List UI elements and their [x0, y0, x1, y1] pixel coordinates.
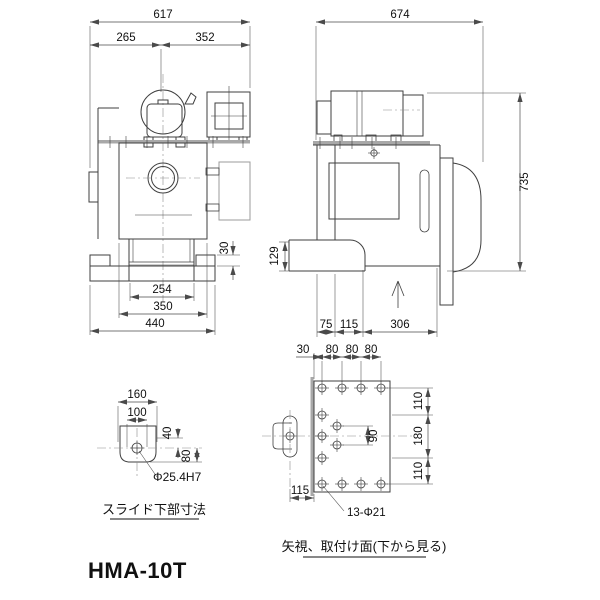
left-boss	[88, 171, 99, 203]
motor-housing	[330, 90, 404, 137]
side-view: 674 735 129 75 115 306	[269, 9, 531, 337]
bolt-hole	[314, 428, 330, 444]
dim-100: 100	[127, 407, 146, 419]
motor-terminal-box	[146, 103, 183, 138]
top-plate	[313, 141, 430, 145]
dim-160: 160	[127, 389, 146, 401]
dim-115-mount: 115	[291, 485, 309, 497]
bolt-hole	[353, 476, 369, 492]
side-cover	[218, 161, 251, 221]
dim-674: 674	[390, 9, 410, 21]
base-block	[195, 254, 216, 267]
bolt-hole	[353, 380, 369, 396]
dim-110-top: 110	[413, 392, 425, 410]
mounting-face-view: 30 80 80 80 110 180 110 90 115	[262, 344, 447, 558]
dim-40: 40	[162, 427, 174, 440]
dim-90: 90	[368, 430, 380, 443]
mount-dimensions: 30 80 80 80 110 180 110 90 115	[289, 344, 433, 519]
dim-352: 352	[195, 32, 214, 44]
dim-mount-30: 30	[297, 344, 310, 356]
access-panel	[328, 162, 400, 220]
dim-350: 350	[153, 301, 172, 313]
mount-geometry	[262, 377, 412, 512]
side-view-dimensions: 674 735 129 75 115 306	[269, 9, 531, 337]
clamp	[205, 203, 220, 212]
base-plate	[89, 265, 216, 282]
slide-bottom-outline	[119, 425, 157, 463]
dim-735: 735	[519, 172, 531, 191]
motor-lug	[157, 99, 169, 105]
slide-detail-geometry	[97, 425, 202, 478]
dim-front-30: 30	[219, 242, 231, 255]
motor-fan-end	[402, 94, 424, 137]
note-13-phi21: 13-Φ21	[347, 507, 386, 519]
slot	[419, 169, 430, 233]
slide-block	[128, 238, 195, 282]
dim-mount-80-3: 80	[365, 344, 378, 356]
bolt-hole	[314, 407, 330, 423]
bolt-hole	[314, 476, 330, 492]
dim-254: 254	[152, 284, 172, 296]
caption-mount-view: 矢視、取付け面(下から見る)	[282, 539, 447, 554]
machine-body	[118, 142, 208, 240]
gearbox	[206, 91, 251, 138]
caption-slide-detail: スライド下部寸法	[102, 502, 206, 517]
bolt-hole	[334, 476, 350, 492]
motor-end-box	[316, 100, 332, 135]
foot-radius	[349, 239, 366, 271]
leader-line	[138, 450, 158, 478]
view-direction-arrow	[391, 280, 405, 308]
bolt-hole	[334, 380, 350, 396]
front-view: 617 265 352 30 254 350 440	[88, 9, 251, 335]
bolt-hole	[329, 437, 345, 453]
motor-fan-cover	[140, 89, 186, 135]
spindle-cover	[452, 162, 482, 273]
dim-129: 129	[269, 246, 281, 265]
dim-75: 75	[320, 319, 333, 331]
model-title: HMA-10T	[88, 558, 187, 583]
bolt-hole	[373, 380, 389, 396]
dim-180: 180	[413, 426, 425, 445]
dim-306: 306	[390, 319, 409, 331]
leader-line	[322, 485, 345, 512]
front-view-geometry	[88, 74, 251, 302]
bolt-hole	[314, 380, 330, 396]
dim-617: 617	[153, 9, 172, 21]
dim-mount-80-1: 80	[326, 344, 339, 356]
dim-115-side: 115	[340, 319, 358, 331]
motor-eyebolt	[184, 92, 197, 105]
top-plate	[98, 140, 250, 144]
base-block	[89, 254, 111, 267]
side-view-geometry	[288, 90, 482, 308]
slide-bottom-detail-view: 160 100 40 80 Φ25.4H7 スライド下部寸法	[97, 389, 206, 520]
clamp	[205, 167, 220, 176]
dim-110-bottom: 110	[413, 462, 425, 480]
boss-profile	[272, 422, 292, 450]
front-view-dimensions: 617 265 352 30 254 350 440	[89, 9, 251, 335]
bolt-hole	[373, 476, 389, 492]
dim-265: 265	[116, 32, 135, 44]
locating-target-icon	[367, 146, 381, 160]
mounting-plate	[313, 380, 391, 493]
bolt-hole	[329, 418, 345, 434]
spindle-flange	[439, 157, 454, 306]
dim-mount-80-2: 80	[346, 344, 359, 356]
note-bore: Φ25.4H7	[153, 470, 202, 484]
slide-detail-dimensions: 160 100 40 80 Φ25.4H7	[117, 389, 202, 484]
dim-440: 440	[145, 318, 164, 330]
bolt-hole	[314, 450, 330, 466]
dim-80-slide: 80	[181, 450, 193, 463]
